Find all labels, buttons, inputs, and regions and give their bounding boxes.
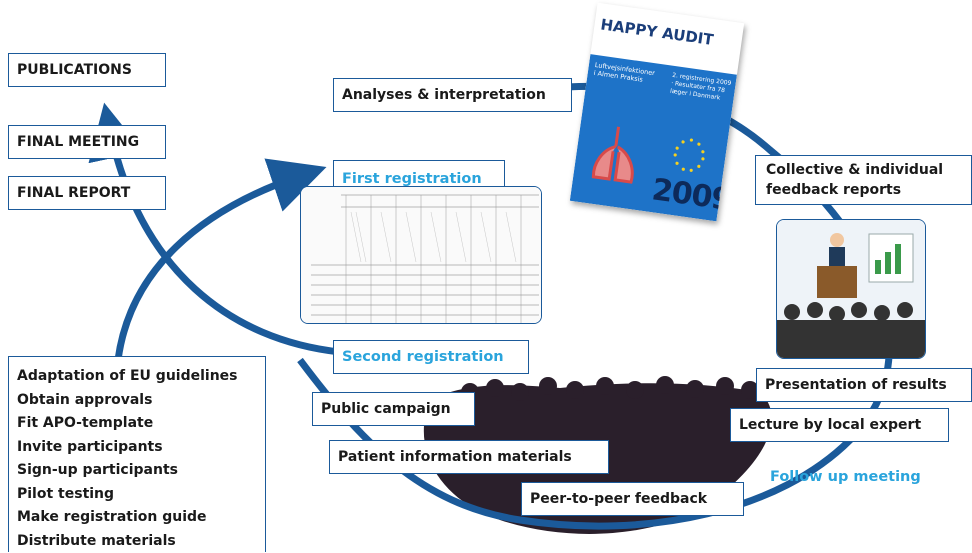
list-item: Distribute materials [17, 530, 257, 553]
peer-feedback-box: Peer-to-peer feedback [521, 482, 744, 516]
podium-icon [817, 266, 857, 298]
collective-feedback-box: Collective & individual feedback reports [755, 155, 972, 205]
presentation-results-label: Presentation of results [765, 377, 947, 393]
patient-info-box: Patient information materials [329, 440, 609, 474]
lecture-expert-box: Lecture by local expert [730, 408, 949, 442]
public-campaign-label: Public campaign [321, 401, 451, 417]
follow-up-label: Follow up meeting [770, 469, 921, 485]
list-item: Obtain approvals [17, 389, 257, 413]
final-report-label: FINAL REPORT [17, 185, 130, 201]
first-registration-label: First registration [342, 171, 482, 187]
patient-info-label: Patient information materials [338, 449, 572, 465]
registration-form-image [300, 186, 542, 324]
publications-box: PUBLICATIONS [8, 53, 166, 87]
list-item: Pilot testing [17, 483, 257, 507]
lecture-expert-label: Lecture by local expert [739, 417, 921, 433]
list-item: Make registration guide [17, 506, 257, 530]
analyses-label: Analyses & interpretation [342, 87, 546, 103]
public-campaign-box: Public campaign [312, 392, 475, 426]
presentation-results-box: Presentation of results [756, 368, 972, 402]
list-item: Adaptation of EU guidelines [17, 365, 257, 389]
analyses-box: Analyses & interpretation [333, 78, 572, 112]
final-report-box: FINAL REPORT [8, 176, 166, 210]
preparation-list: Adaptation of EU guidelines Obtain appro… [17, 365, 257, 553]
final-meeting-box: FINAL MEETING [8, 125, 166, 159]
report-cover: HAPPY AUDIT Luftvejsinfektioner i Almen … [583, 12, 743, 222]
list-item: Invite participants [17, 436, 257, 460]
second-registration-box: Second registration [333, 340, 529, 374]
registration-form-graphic [301, 187, 541, 323]
second-registration-label: Second registration [342, 349, 504, 365]
preparation-list-box: Adaptation of EU guidelines Obtain appro… [8, 356, 266, 552]
presentation-photo [776, 219, 926, 359]
publications-label: PUBLICATIONS [17, 62, 132, 78]
follow-up-box: Follow up meeting [762, 458, 955, 496]
list-item: Sign-up participants [17, 459, 257, 483]
report-cover-title: HAPPY AUDIT [599, 15, 714, 49]
peer-feedback-label: Peer-to-peer feedback [530, 491, 707, 507]
collective-feedback-label: Collective & individual feedback reports [766, 160, 963, 200]
list-item: Fit APO-template [17, 412, 257, 436]
presentation-illustration [777, 220, 925, 358]
final-meeting-label: FINAL MEETING [17, 134, 139, 150]
lungs-illustration [583, 118, 651, 186]
eu-stars-icon [667, 132, 712, 177]
